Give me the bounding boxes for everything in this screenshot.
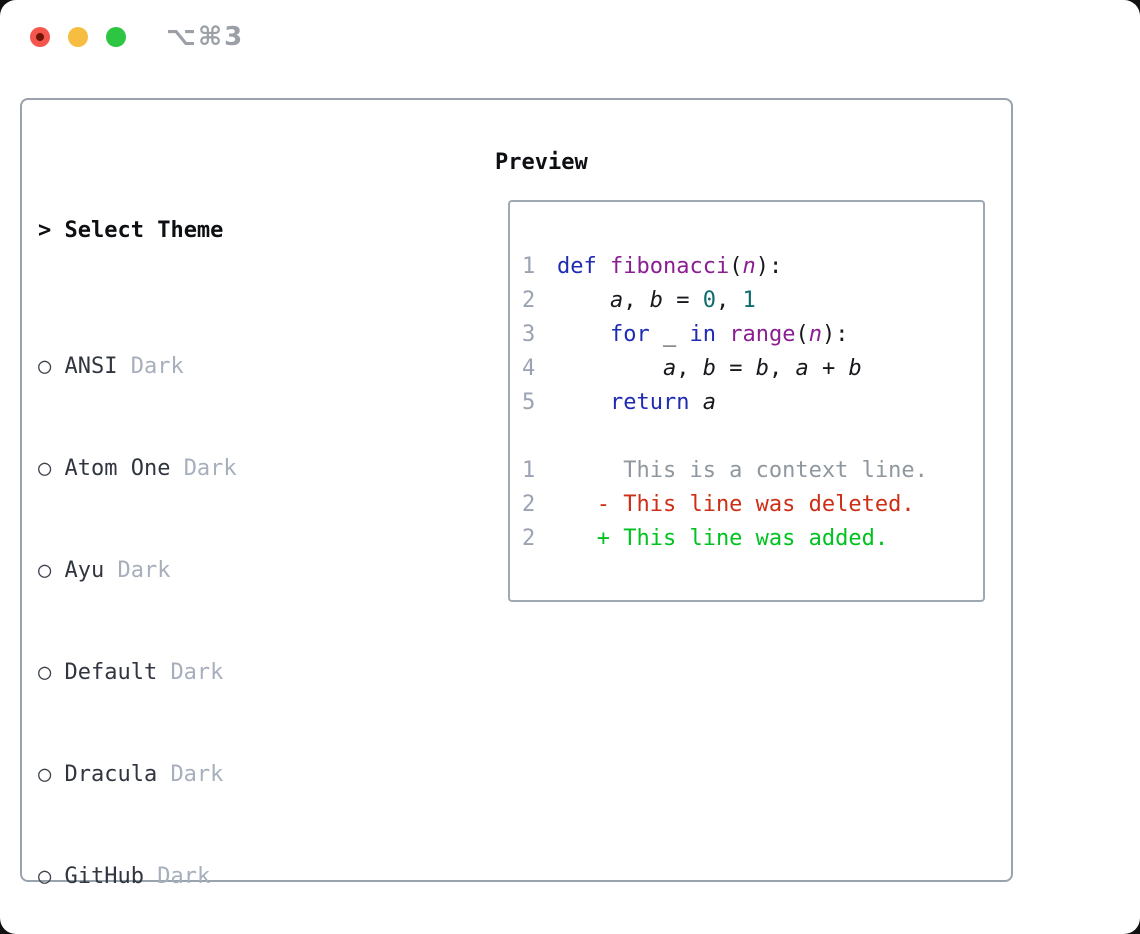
radio-icon: ○	[38, 864, 52, 889]
code-line: 5 return a	[522, 390, 716, 415]
theme-variant-badge: Dark	[130, 354, 184, 379]
code-line: 2 a, b = 0, 1	[522, 288, 756, 313]
radio-icon: ○	[38, 558, 52, 583]
radio-icon: ○	[38, 354, 52, 379]
window-shortcut-label: ⌥⌘3	[166, 22, 245, 52]
preview-title: Preview	[495, 150, 588, 175]
theme-variant-badge: Dark	[170, 660, 224, 685]
code-line: 2 + This line was added.	[522, 526, 889, 551]
select-theme-header: > Select Theme	[38, 214, 409, 248]
radio-icon: ○	[38, 762, 52, 787]
code-line: 2 - This line was deleted.	[522, 492, 915, 517]
theme-variant-badge: Dark	[117, 558, 171, 583]
close-button[interactable]	[30, 27, 50, 47]
radio-icon: ○	[38, 660, 52, 685]
theme-variant-badge: Dark	[170, 762, 224, 787]
code-line: 3 for _ in range(n):	[522, 322, 849, 347]
radio-icon: ○	[38, 456, 52, 481]
focus-caret-icon: >	[38, 218, 52, 243]
code-line: 1 This is a context line.	[522, 458, 928, 483]
zoom-button[interactable]	[106, 27, 126, 47]
minimize-button[interactable]	[68, 27, 88, 47]
theme-variant-badge: Dark	[183, 456, 237, 481]
select-theme-title: Select Theme	[64, 218, 224, 243]
theme-variant-badge: Dark	[157, 864, 211, 889]
code-line: 4 a, b = b, a + b	[522, 356, 862, 381]
code-line	[522, 420, 977, 454]
